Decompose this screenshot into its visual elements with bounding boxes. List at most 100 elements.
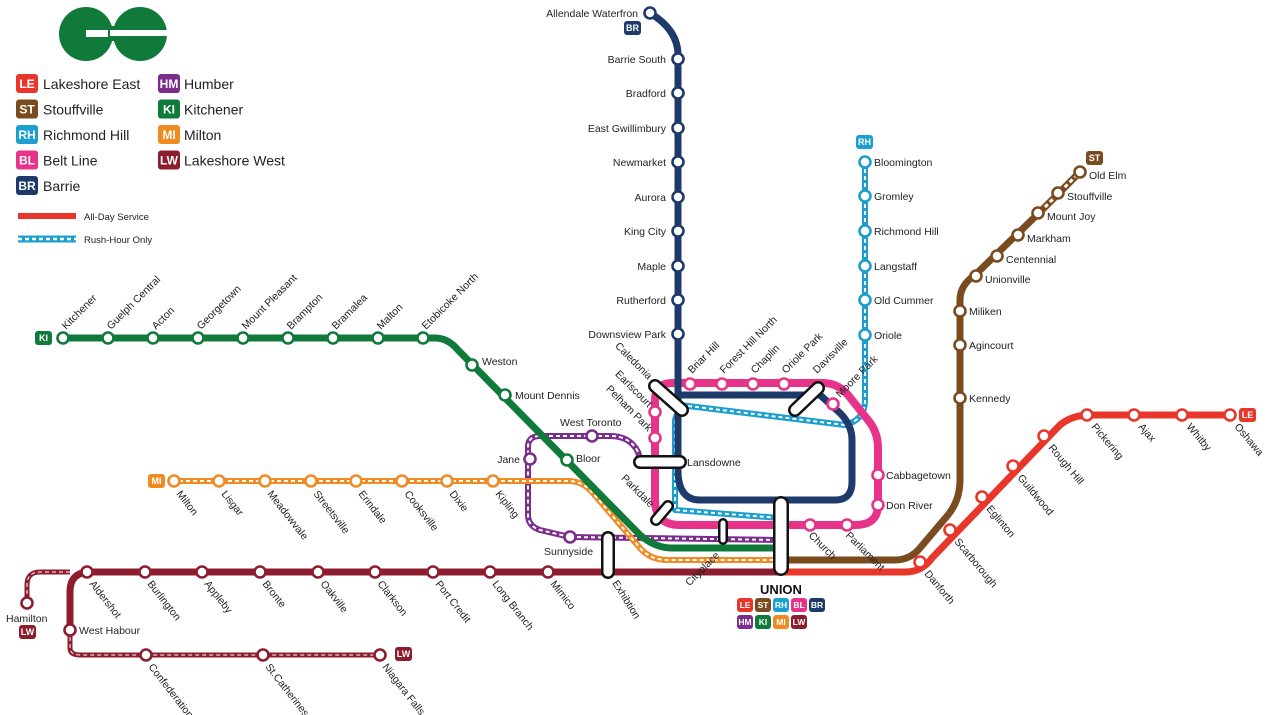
station-meadowvale[interactable]: [258, 474, 272, 488]
station-eglinton[interactable]: [975, 490, 989, 504]
station-ajax[interactable]: [1127, 408, 1141, 422]
station-malton[interactable]: [371, 331, 385, 345]
station-miliken[interactable]: [953, 304, 967, 318]
svg-text:MI: MI: [162, 128, 175, 142]
station-forest-hill-north[interactable]: [715, 377, 729, 391]
station-downsview-park[interactable]: [671, 327, 685, 341]
station-bronte[interactable]: [253, 565, 267, 579]
station-oriole[interactable]: [858, 328, 872, 342]
station-long-branch[interactable]: [483, 565, 497, 579]
station-old-elm[interactable]: [1073, 165, 1087, 179]
station-kipling[interactable]: [486, 474, 500, 488]
station-label-moore-park: Moore Park: [834, 353, 881, 400]
station-oakville[interactable]: [311, 565, 325, 579]
svg-text:LW: LW: [21, 627, 35, 637]
service-key: All-Day Service Rush-Hour Only: [18, 212, 152, 246]
station-dixie[interactable]: [440, 474, 454, 488]
legend-label-bl: Belt Line: [43, 153, 98, 169]
station-maple[interactable]: [671, 259, 685, 273]
station-clarkson[interactable]: [368, 565, 382, 579]
station-confederation[interactable]: [139, 648, 153, 662]
station-richmond-hill[interactable]: [858, 224, 872, 238]
station-acton[interactable]: [146, 331, 160, 345]
station-aldershot[interactable]: [80, 565, 94, 579]
station-label-west-habour: West Habour: [79, 625, 141, 637]
station-streetsville[interactable]: [304, 474, 318, 488]
station-west-toronto[interactable]: [585, 429, 599, 443]
station-bradford[interactable]: [671, 86, 685, 100]
station-brampton[interactable]: [281, 331, 295, 345]
caledonia-interchange[interactable]: [648, 379, 689, 417]
station-newmarket[interactable]: [671, 155, 685, 169]
station-kitchener[interactable]: [56, 331, 70, 345]
station-parliament[interactable]: [840, 518, 854, 532]
station-allendale-waterfron[interactable]: [643, 6, 657, 20]
station-gromley[interactable]: [858, 189, 872, 203]
station-st-catherines[interactable]: [256, 648, 270, 662]
station-milton[interactable]: [167, 474, 181, 488]
station-moore-park[interactable]: [826, 397, 840, 411]
station-danforth[interactable]: [913, 555, 927, 569]
station-lisgar[interactable]: [212, 474, 226, 488]
station-mount-pleasant[interactable]: [236, 331, 250, 345]
station-east-gwillimbury[interactable]: [671, 121, 685, 135]
station-oriole-park[interactable]: [777, 377, 791, 391]
station-centennial[interactable]: [990, 249, 1004, 263]
station-rough-hill[interactable]: [1037, 429, 1051, 443]
davisville-interchange[interactable]: [788, 381, 825, 417]
station-hamilton[interactable]: [20, 596, 34, 610]
station-appleby[interactable]: [195, 565, 209, 579]
station-port-credit[interactable]: [426, 565, 440, 579]
station-west-habour[interactable]: [63, 623, 77, 637]
station-bloomington[interactable]: [858, 155, 872, 169]
station-label-kipling: Kipling: [493, 488, 522, 520]
station-niagara-falls[interactable]: [373, 648, 387, 662]
station-barrie-south[interactable]: [671, 52, 685, 66]
station-guildwood[interactable]: [1006, 459, 1020, 473]
station-bramalea[interactable]: [326, 331, 340, 345]
station-burlington[interactable]: [138, 565, 152, 579]
station-guelph-central[interactable]: [101, 331, 115, 345]
station-unionville[interactable]: [969, 269, 983, 283]
svg-text:RH: RH: [18, 128, 35, 142]
station-earlscourt[interactable]: [648, 405, 662, 419]
station-chaplin[interactable]: [746, 377, 760, 391]
station-scarborough[interactable]: [943, 523, 957, 537]
station-old-cummer[interactable]: [858, 293, 872, 307]
station-langstaff[interactable]: [858, 259, 872, 273]
station-cabbagetown[interactable]: [871, 468, 885, 482]
station-weston[interactable]: [465, 358, 479, 372]
station-king-city[interactable]: [671, 224, 685, 238]
station-oshawa[interactable]: [1223, 408, 1237, 422]
station-erindale[interactable]: [349, 474, 363, 488]
station-pelham-park[interactable]: [648, 431, 662, 445]
station-whitby[interactable]: [1175, 408, 1189, 422]
station-etobicoke-north[interactable]: [416, 331, 430, 345]
station-cooksville[interactable]: [395, 474, 409, 488]
station-kennedy[interactable]: [953, 391, 967, 405]
station-rutherford[interactable]: [671, 293, 685, 307]
station-briar-hill[interactable]: [683, 377, 697, 391]
station-sunnyside[interactable]: [563, 530, 577, 544]
parkdale-interchange[interactable]: [650, 500, 674, 526]
legend-badge-rh: RH: [16, 125, 38, 144]
svg-text:HM: HM: [738, 617, 751, 627]
station-jane[interactable]: [523, 452, 537, 466]
station-label-georgetown: Georgetown: [195, 283, 244, 332]
station-bloor[interactable]: [560, 453, 574, 467]
station-church[interactable]: [803, 518, 817, 532]
station-pickering[interactable]: [1080, 408, 1094, 422]
station-label-agincourt: Agincourt: [969, 340, 1013, 352]
station-mount-dennis[interactable]: [498, 388, 512, 402]
station-mount-joy[interactable]: [1031, 206, 1045, 220]
station-don-river[interactable]: [871, 498, 885, 512]
station-stouffville[interactable]: [1051, 186, 1065, 200]
station-agincourt[interactable]: [953, 338, 967, 352]
station-aurora[interactable]: [671, 190, 685, 204]
station-markham[interactable]: [1011, 228, 1025, 242]
station-georgetown[interactable]: [191, 331, 205, 345]
station-label-meadowvale: Meadowvale: [265, 488, 311, 542]
station-mimico[interactable]: [541, 565, 555, 579]
svg-text:KI: KI: [759, 617, 768, 627]
